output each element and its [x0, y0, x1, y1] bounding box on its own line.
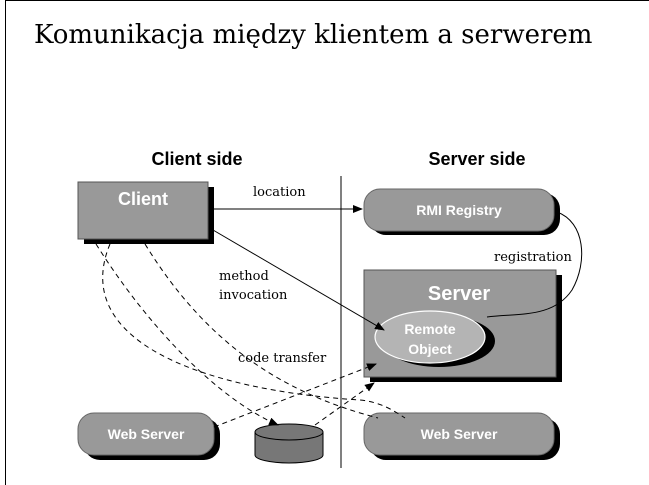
code-transfer-label: code transfer	[238, 351, 327, 366]
remote-object-label-1: Remote	[404, 321, 456, 337]
registration-label: registration	[494, 250, 572, 265]
registration-curve	[486, 211, 583, 318]
code-transfer-lines	[95, 243, 406, 428]
web-server-right-label: Web Server	[421, 426, 498, 442]
method-label-2: invocation	[219, 288, 288, 303]
client-node: Client	[77, 181, 214, 244]
method-label-1: method	[219, 269, 269, 284]
web-server-right-node: Web Server	[363, 412, 560, 460]
web-server-left-node: Web Server	[77, 412, 220, 460]
location-label: location	[253, 185, 306, 200]
remote-object-node: Remote Object	[374, 310, 495, 367]
slide-top-border	[6, 0, 649, 1]
slide-title: Komunikacja między klientem a serwerem	[34, 20, 593, 50]
remote-object-label-2: Object	[408, 341, 452, 357]
server-side-header: Server side	[428, 149, 525, 169]
method-invocation-arrow	[212, 229, 385, 331]
rmi-registry-label: RMI Registry	[416, 202, 502, 218]
rmi-registry-node: RMI Registry	[363, 188, 560, 235]
database-icon	[254, 423, 324, 464]
client-side-header: Client side	[151, 149, 242, 169]
client-label: Client	[118, 189, 168, 209]
web-server-left-label: Web Server	[108, 426, 185, 442]
server-label: Server	[428, 283, 490, 305]
